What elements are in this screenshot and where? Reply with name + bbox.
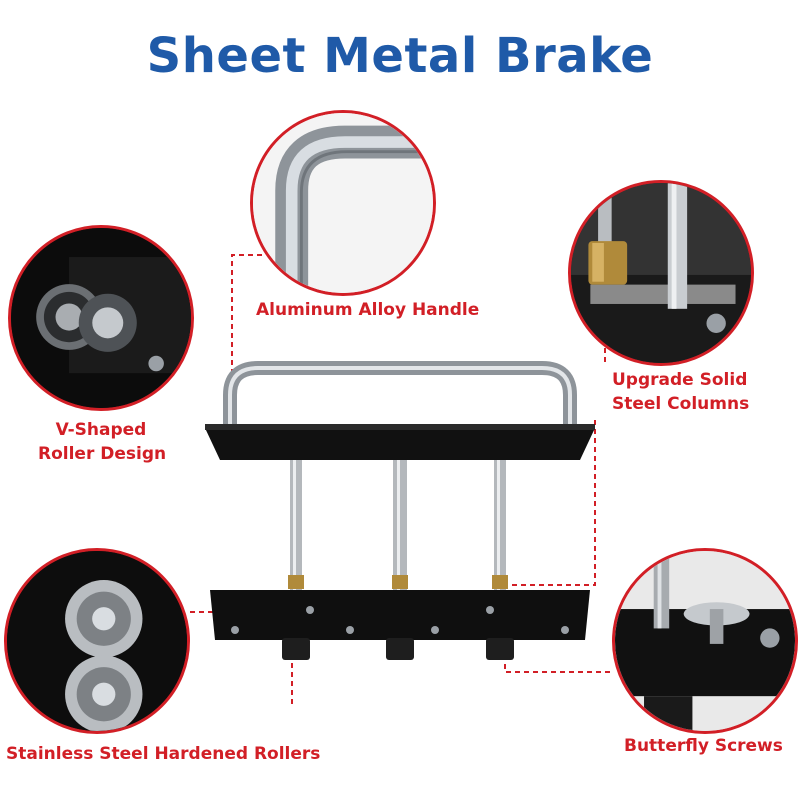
v-roller-label-line2: Roller Design [38, 444, 167, 464]
columns-label-line2: Steel Columns [612, 394, 750, 414]
handle-detail-image [253, 113, 433, 293]
columns-detail-circle [568, 180, 754, 366]
v-roller-label-line1: V-Shaped [55, 420, 147, 440]
handle-label: Aluminum Alloy Handle [256, 300, 480, 320]
page-title: Sheet Metal Brake [146, 28, 654, 84]
columns-label-line1: Upgrade Solid [612, 370, 748, 390]
v-roller-detail-circle [8, 225, 194, 411]
sheet-metal-brake-illustration [205, 361, 595, 660]
columns-detail-image [571, 183, 751, 363]
screws-detail-circle [612, 548, 798, 734]
rollers-detail-circle [4, 548, 190, 734]
v-roller-detail-image [11, 228, 191, 408]
handle-detail-circle [250, 110, 436, 296]
rollers-detail-image [7, 551, 187, 731]
screws-detail-image [615, 551, 795, 731]
screws-label: Butterfly Screws [624, 736, 783, 756]
v-roller-label: V-Shaped Roller Design [38, 418, 167, 466]
rollers-label: Stainless Steel Hardened Rollers [6, 744, 321, 764]
columns-label: Upgrade Solid Steel Columns [612, 368, 749, 416]
